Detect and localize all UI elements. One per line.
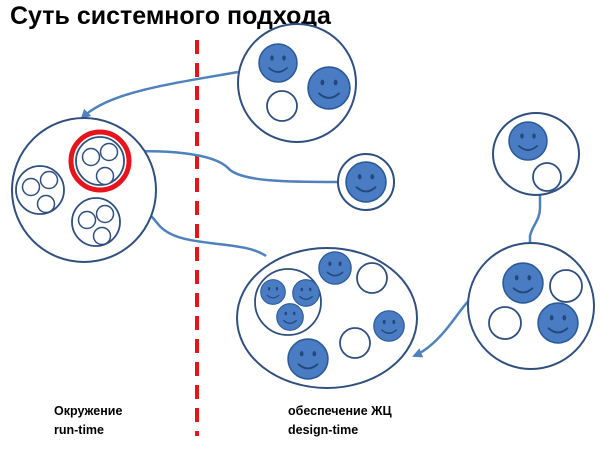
arrow-top-right-to-bottom-right <box>525 190 542 256</box>
top-right-group <box>492 112 580 196</box>
face-icon <box>507 120 549 162</box>
highlight-ring <box>68 129 132 193</box>
environment-system <box>11 117 157 263</box>
face-icon <box>307 66 351 110</box>
designtime-caption-line2: design-time <box>288 423 359 437</box>
face-icon <box>318 251 352 285</box>
face-icon <box>286 337 330 381</box>
single-face-group <box>337 153 395 211</box>
runtime-caption-line2: run-time <box>54 423 104 437</box>
face-icon <box>292 279 320 307</box>
runtime-caption: Окружение run-time <box>54 402 122 440</box>
environment-left-subsystem <box>15 165 65 215</box>
designtime-caption-line1: обеспечение ЖЦ <box>288 404 392 418</box>
face-icon <box>373 310 405 342</box>
arrow-top-group-to-environment <box>80 70 239 120</box>
top-group <box>237 23 357 143</box>
arrow-single-face-to-highlighted-system <box>126 146 339 184</box>
designtime-caption: обеспечение ЖЦ design-time <box>288 402 392 440</box>
face-icon <box>276 303 304 331</box>
face-icon <box>501 261 545 305</box>
bottom-right-group <box>467 242 595 370</box>
slide-title: Суть системного подхода <box>10 2 331 30</box>
face-icon <box>258 43 298 83</box>
lifecycle-system <box>236 247 418 389</box>
environment-bottom-subsystem <box>71 197 121 247</box>
face-icon <box>260 279 286 305</box>
runtime-caption-line1: Окружение <box>54 404 123 418</box>
environment-highlighted-subsystem <box>68 129 132 193</box>
face-icon <box>345 161 387 203</box>
face-icon <box>536 301 580 345</box>
